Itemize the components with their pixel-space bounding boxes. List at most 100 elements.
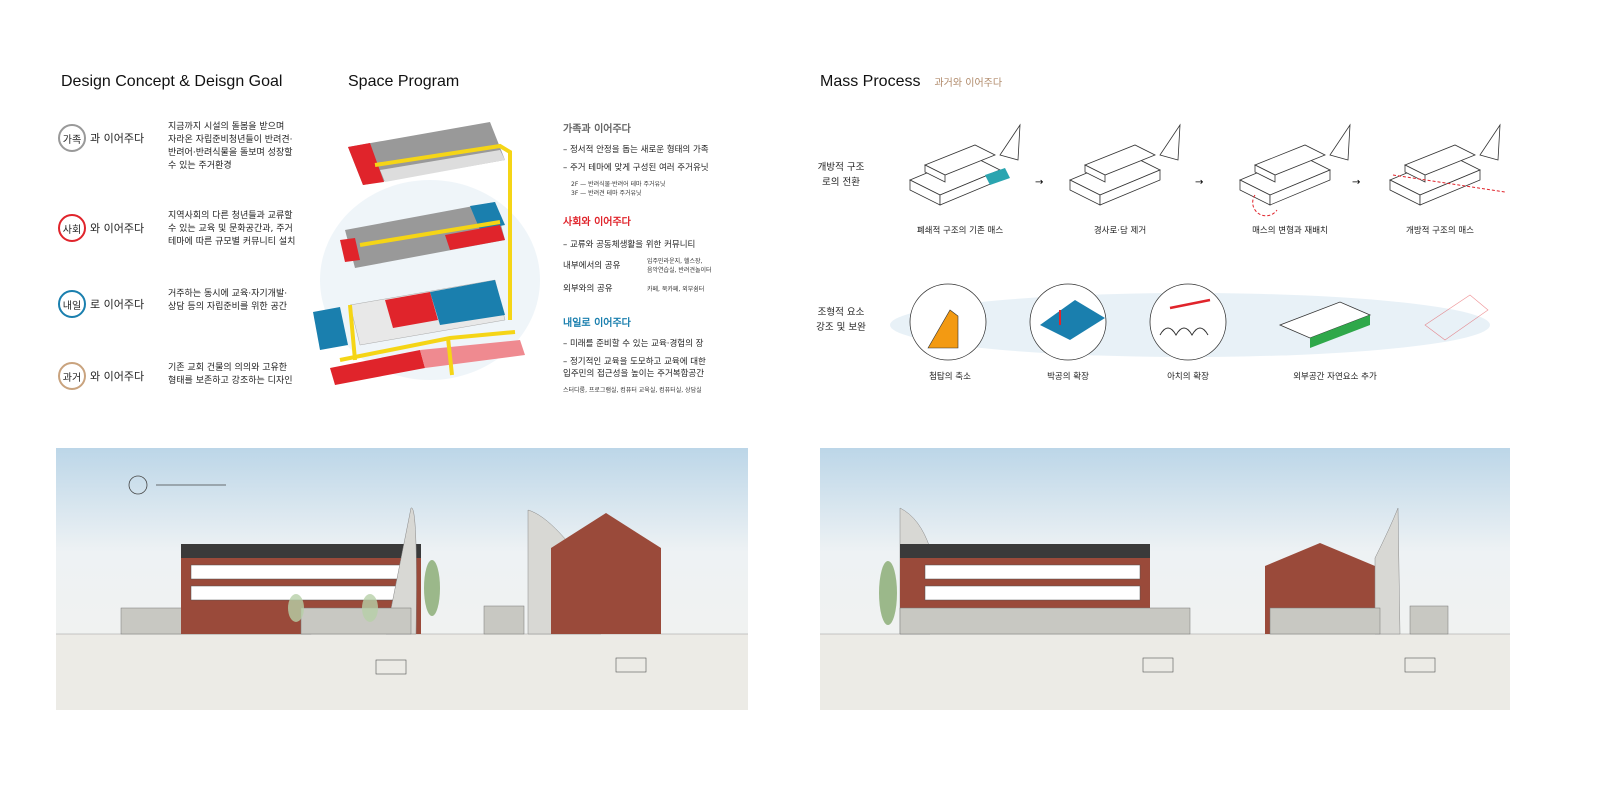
concept-tag-society: 사회 <box>58 214 86 242</box>
concept-line: 반려어·반려식물을 돌보며 성장할 <box>168 148 293 158</box>
floor-3f <box>348 122 505 185</box>
sp-family-block: 가족과 이어주다 – 정서적 안정을 돕는 새로운 형태의 가족 – 주거 테마… <box>563 120 733 197</box>
green-area <box>1310 315 1370 348</box>
concept-line: 수 있는 주거환경 <box>168 161 232 171</box>
circulation-path <box>446 337 454 376</box>
sp-line: – 교류와 공동체생활을 위한 커뮤니티 <box>563 240 696 250</box>
sp-line: – 정서적 안정을 돕는 새로운 형태의 가족 <box>563 145 709 155</box>
roof <box>900 544 1150 558</box>
elevation-left <box>56 448 748 710</box>
floor-zone-red <box>340 238 360 262</box>
row2-label-line: 강조 및 보완 <box>816 322 866 333</box>
row2-caption: 외부공간 자연요소 추가 <box>1293 372 1377 382</box>
detail-gable <box>1029 283 1107 361</box>
sp-inner-detail: 입주민라운지, 헬스장, <box>647 258 703 265</box>
row1-caption: 경사로·담 제거 <box>1093 226 1147 236</box>
floor-zone-blue <box>313 307 348 350</box>
row2-caption: 박공의 확장 <box>1047 372 1089 382</box>
sp-society-head: 사회와 이어주다 <box>563 217 631 228</box>
row1-label: 개방적 구조 로의 전환 <box>806 160 876 190</box>
sp-outer-label: 외부와의 공유 <box>563 284 613 294</box>
mass-process-subtitle: 과거와 이어주다 <box>934 78 1003 89</box>
spire-shape <box>927 309 959 349</box>
arrow-icon: → <box>1352 177 1360 188</box>
elevation-right <box>820 448 1510 710</box>
sp-line: – 미래를 준비할 수 있는 교육·경험의 장 <box>563 339 704 349</box>
mass-step-4 <box>1389 124 1506 206</box>
concept-line: 자라온 자립준비청년들이 반려견· <box>168 135 293 145</box>
concept-line: 수 있는 교육 및 문화공간과, 주거 <box>168 224 293 234</box>
mass-row1-diagrams: → → → <box>909 124 1506 217</box>
sp-tomorrow-block: 내일로 이어주다 – 미래를 준비할 수 있는 교육·경험의 장 – 정기적인 … <box>563 314 738 394</box>
sp-small: 스터디룸, 프로그램실, 컴퓨터 교육실, 컴퓨터실, 상담실 <box>563 387 702 394</box>
concept-suffix: 과 이어주다 <box>90 132 145 145</box>
north-arrow-icon <box>128 475 148 495</box>
spire-right <box>1374 507 1401 635</box>
concept-line: 지역사회의 다른 청년들과 교류할 <box>168 211 293 221</box>
concept-tag-past: 과거 <box>58 362 86 390</box>
mass-row2-diagrams <box>890 283 1490 361</box>
mass-highlight-teal <box>985 168 1010 185</box>
mass-step-3 <box>1239 124 1351 217</box>
circulation-path <box>374 143 512 320</box>
concept-suffix: 와 이어주다 <box>90 222 145 235</box>
concept-line: 지금까지 시설의 돌봄을 받으며 <box>168 122 285 132</box>
circulation-lines <box>339 143 516 376</box>
floor-zone-blue <box>430 280 505 325</box>
detail-arch <box>1149 283 1227 361</box>
circulation-path <box>348 304 357 361</box>
sp-small: 2F — 반려식물·반려어 테마 주거유닛 <box>571 181 666 188</box>
tree <box>288 594 304 622</box>
detail-spire <box>909 283 987 361</box>
row1-label-line: 로의 전환 <box>822 177 860 188</box>
mass-process-title: Mass Process <box>820 73 921 90</box>
floor-zone-red <box>348 143 384 185</box>
plan-key-icon <box>1404 657 1436 673</box>
floor-corridor <box>380 150 505 182</box>
sp-inner-label: 내부에서의 공유 <box>563 261 621 271</box>
concept-line: 테마에 따른 규모별 커뮤니티 설치 <box>168 237 296 247</box>
floor-1f <box>313 279 525 385</box>
space-program-axonometric <box>313 122 540 385</box>
roof <box>181 544 421 558</box>
mass-step-1 <box>909 124 1021 206</box>
sp-small: 3F — 반려견 테마 주거유닛 <box>571 190 642 197</box>
arrow-icon <box>1169 298 1211 310</box>
sp-family-head: 가족과 이어주다 <box>563 124 631 135</box>
concept-tag-family: 가족 <box>58 124 86 152</box>
plan-key-icon <box>615 657 647 673</box>
floor-zone-red <box>445 225 505 250</box>
expand-line <box>1392 174 1506 193</box>
arch-shape <box>1159 327 1209 337</box>
circulation-path <box>359 220 501 247</box>
sp-tomorrow-head: 내일로 이어주다 <box>563 318 631 329</box>
design-concept-title: Design Concept & Deisgn Goal <box>61 73 283 90</box>
brick-wall <box>551 513 661 634</box>
sp-society-block: 사회와 이어주다 – 교류와 공동체생활을 위한 커뮤니티 내부에서의 공유 입… <box>563 213 733 294</box>
gable-roof <box>1040 300 1105 340</box>
tree <box>362 594 378 622</box>
row2-caption: 첨탑의 축소 <box>929 372 971 382</box>
sp-line: 입주민의 접근성을 높이는 주거복합공간 <box>563 369 705 379</box>
sp-inner-detail: 음악연습실, 반려견놀이터 <box>647 267 712 274</box>
floor-zone-pink <box>420 340 525 368</box>
row2-label-line: 조형적 요소 <box>817 307 865 318</box>
spire-left <box>385 507 417 635</box>
row1-caption: 매스의 변형과 재배치 <box>1252 226 1328 236</box>
sp-line: – 주거 테마에 맞게 구성된 여러 주거유닛 <box>563 163 709 173</box>
rotate-arrow <box>1252 194 1278 217</box>
floor-zone-red <box>385 292 438 328</box>
concept-suffix: 와 이어주다 <box>90 370 145 383</box>
mass-step-2 <box>1069 124 1181 206</box>
concept-line: 거주하는 동시에 교육·자기개발· <box>168 289 288 299</box>
plan-key-icon <box>1142 657 1174 673</box>
sp-outer-detail: 카페, 북카페, 외부쉼터 <box>647 285 705 293</box>
concept-line: 형태를 보존하고 강조하는 디자인 <box>168 376 293 386</box>
row2-caption: 아치의 확장 <box>1167 372 1209 382</box>
space-program-title: Space Program <box>348 73 460 90</box>
row1-caption: 개방적 구조의 매스 <box>1406 226 1474 236</box>
concept-line: 기존 교회 건물의 의의와 고유한 <box>168 363 288 373</box>
row1-label-line: 개방적 구조 <box>817 162 865 173</box>
concept-line: 상담 등의 자립준비를 위한 공간 <box>168 302 288 312</box>
tree <box>879 561 897 625</box>
